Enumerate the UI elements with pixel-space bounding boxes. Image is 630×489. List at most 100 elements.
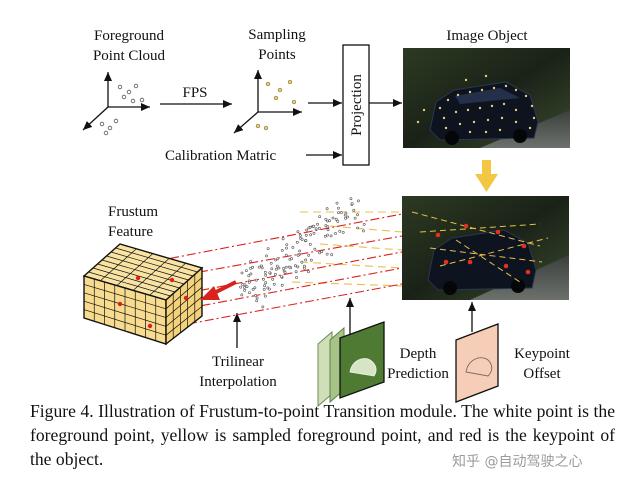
sampling-points [255,79,297,131]
image-object-label: Image Object [446,28,528,44]
cloud-point [313,247,317,251]
frustum-grid-line [83,300,167,327]
cloud-point [293,264,297,268]
foreground-axes [82,72,150,131]
cloud-point [247,280,251,284]
cloud-point [276,257,280,261]
cloud-point [270,267,274,271]
cloud-point [257,265,261,269]
cloud-point [318,251,322,255]
frustum-grid-line [83,292,167,318]
depth-prediction-maps [317,321,385,408]
cloud-point [334,217,338,221]
scatter-point-cloud [239,197,366,309]
watermark: 知乎 @自动驾驶之心 [452,454,583,470]
foreground-label-line2: Point Cloud [93,48,166,64]
cloud-point [277,266,281,270]
cloud-point [267,287,271,291]
cloud-point [254,278,258,282]
frustum-grid-line [106,255,189,281]
cloud-point [255,299,259,303]
foreground-points [99,83,145,136]
cloud-point [346,215,350,219]
cloud-point [241,282,245,286]
cloud-point [356,226,360,230]
cloud-point [251,287,255,291]
image-object-photo [403,48,570,148]
cloud-point [240,293,244,297]
cloud-point [263,284,267,288]
cloud-point [304,238,308,242]
cloud-point [295,240,299,244]
cloud-point [344,216,347,220]
frustum-label-line1: Frustum [108,204,158,220]
cloud-point [326,233,329,237]
frustum-grid-line [132,258,170,291]
cloud-point [325,252,329,256]
cloud-point [352,208,356,212]
cloud-point [272,282,276,286]
cloud-point [262,277,265,281]
cloud-point [274,267,278,271]
depth-label-line2: Prediction [387,366,449,382]
depth-label-line1: Depth [400,346,437,362]
keypoint-photo [402,196,569,300]
cloud-point [316,222,319,226]
frustum-feature-volume [82,243,204,346]
cloud-point [329,234,333,238]
cloud-point [336,206,340,210]
cloud-point [291,245,295,249]
cloud-point [249,259,253,263]
cloud-point [325,207,329,211]
cloud-point [296,230,300,234]
red-arrow [200,280,237,300]
cloud-point [328,219,331,223]
cloud-point [271,277,275,281]
cloud-point [320,250,324,254]
cloud-point [274,258,278,262]
cloud-point [287,265,291,269]
cloud-point [335,201,339,205]
cloud-point [331,216,335,220]
cloud-point [243,283,247,287]
cloud-point [273,272,277,276]
cloud-point [264,281,268,285]
cloud-point [350,202,354,206]
cloud-point [244,269,248,273]
cloud-point [285,246,288,250]
cloud-point [263,294,267,298]
cloud-point [283,271,287,274]
cloud-point [312,224,316,228]
frustum-grid-line [83,284,167,310]
cloud-point [304,233,308,237]
cloud-point [247,274,251,278]
frustum-grid-line [110,251,194,277]
cloud-point [269,261,273,265]
cloud-point [312,231,316,235]
cloud-point [275,264,279,268]
cloud-point [260,266,264,270]
frustum-grid-line [165,277,203,310]
frustum-grid-line [83,309,167,336]
frustum-grid-line [100,248,137,282]
keypoint-label-line2: Offset [523,366,561,382]
frustum-grid-line [116,253,154,286]
cloud-point [300,260,304,264]
cloud-point [334,232,337,235]
cloud-point [263,270,267,274]
trilinear-label-line2: Interpolation [199,374,277,390]
cloud-point [280,275,283,279]
projection-rays-yellow [291,211,403,287]
cloud-point [305,228,309,232]
foreground-label-line1: Foreground [94,28,164,44]
cloud-point [318,215,322,219]
down-arrow-yellow [475,160,498,192]
cloud-point [362,222,366,226]
cloud-point [251,265,255,269]
cloud-point [242,285,246,289]
cloud-point [314,227,318,231]
calibration-label: Calibration Matric [165,148,277,164]
cloud-point [309,258,313,262]
cloud-point [356,199,360,203]
